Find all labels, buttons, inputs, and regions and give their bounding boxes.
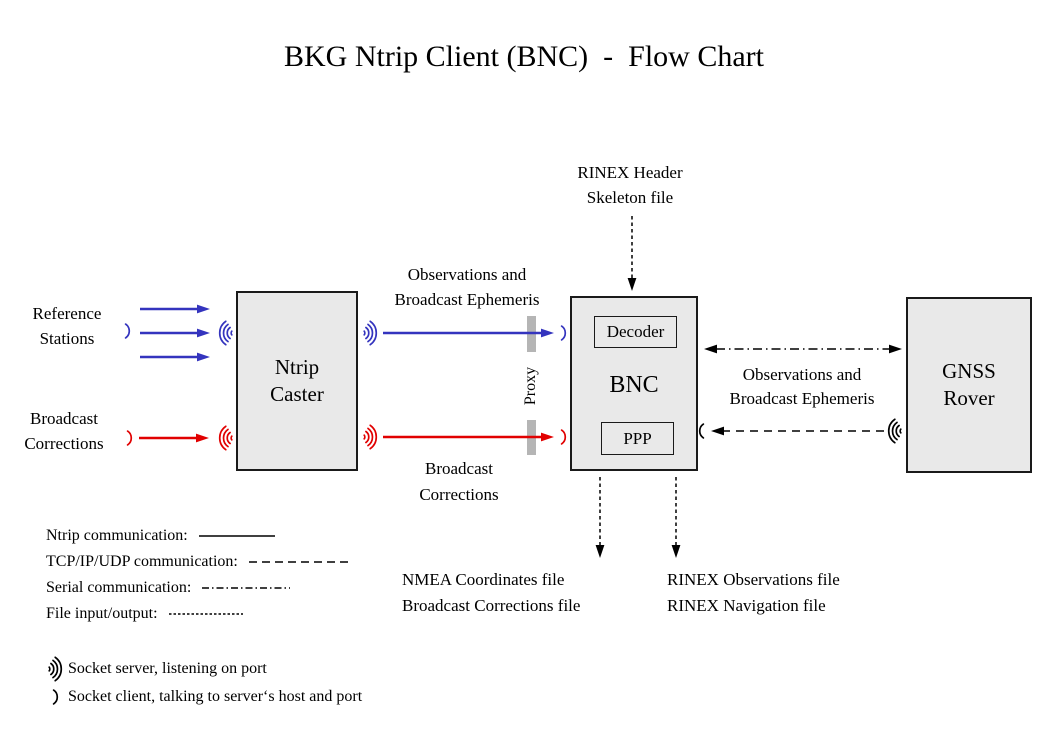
- socket-server-icon: [218, 425, 233, 451]
- legend-row-serial: Serial communication:: [46, 578, 291, 598]
- proxy-bar-top: [527, 316, 536, 352]
- socket-server-icon: [48, 656, 63, 682]
- legend-ntrip-label: Ntrip communication:: [46, 527, 188, 544]
- legend-serial-label: Serial communication:: [46, 579, 192, 596]
- caster-bnc-corrections-label: Broadcast Corrections: [419, 459, 499, 504]
- socket-server-icon: [363, 320, 378, 346]
- ppp-box: PPP: [601, 422, 674, 455]
- output-files-right-label: RINEX Observations file RINEX Navigation…: [667, 570, 840, 615]
- socket-client-icon: [560, 325, 567, 341]
- socket-client-icon: [560, 429, 567, 445]
- ntrip-caster-node: Ntrip Caster: [236, 291, 358, 471]
- bnc-rover-obs-label: Observations and Broadcast Ephemeris: [729, 365, 875, 408]
- bnc-output-arrows: [595, 477, 681, 558]
- socket-client-icon: [52, 689, 59, 705]
- socket-client-icon: [698, 423, 705, 439]
- legend-row-tcp: TCP/IP/UDP communication:: [46, 552, 350, 572]
- socket-client-legend-label: Socket client, talking to server‘s host …: [68, 688, 363, 705]
- gnss-rover-label: GNSS Rover: [942, 359, 996, 410]
- legend-line-dash-dot: [202, 587, 291, 589]
- legend-line-solid: [198, 535, 275, 537]
- proxy-bar-bottom: [527, 420, 536, 455]
- socket-client-icon: [126, 430, 133, 446]
- socket-server-icon: [363, 424, 378, 450]
- output-files-left-label: NMEA Coordinates file Broadcast Correcti…: [402, 570, 581, 615]
- legend-line-dashed: [248, 561, 349, 563]
- bnc-node: Decoder BNC PPP: [570, 296, 698, 471]
- broadcast-corrections-arrow: [139, 433, 209, 443]
- rinex-header-skeleton-label: RINEX Header Skeleton file: [577, 163, 683, 207]
- reference-stations-label: Reference Stations: [32, 304, 102, 348]
- ntrip-caster-label: Ntrip Caster: [270, 355, 324, 406]
- rinex-header-input-arrow: [627, 216, 637, 291]
- broadcast-corrections-source-label: Broadcast Corrections: [24, 409, 104, 453]
- bnc-rover-serial-arrow: [704, 344, 902, 354]
- rover-bnc-obs-arrow: [711, 426, 884, 436]
- legend-tcp-label: TCP/IP/UDP communication:: [46, 553, 238, 570]
- socket-server-icon: [887, 418, 902, 444]
- page-title: BKG Ntrip Client (BNC) - Flow Chart: [284, 40, 764, 73]
- socket-server-icon: [218, 320, 233, 346]
- legend-row-ntrip: Ntrip communication:: [46, 526, 276, 546]
- reference-stations-arrows: [140, 304, 210, 362]
- proxy-label: Proxy: [522, 366, 539, 406]
- socket-server-legend-label: Socket server, listening on port: [68, 660, 267, 677]
- legend-line-fine-dashed: [168, 613, 243, 615]
- bnc-label: BNC: [609, 372, 659, 398]
- socket-client-icon: [124, 323, 131, 339]
- caster-bnc-obs-label: Observations and Broadcast Ephemeris: [394, 265, 540, 309]
- legend-file-label: File input/output:: [46, 605, 158, 622]
- decoder-box: Decoder: [594, 316, 677, 348]
- gnss-rover-node: GNSS Rover: [906, 297, 1032, 473]
- legend-row-file: File input/output:: [46, 604, 244, 624]
